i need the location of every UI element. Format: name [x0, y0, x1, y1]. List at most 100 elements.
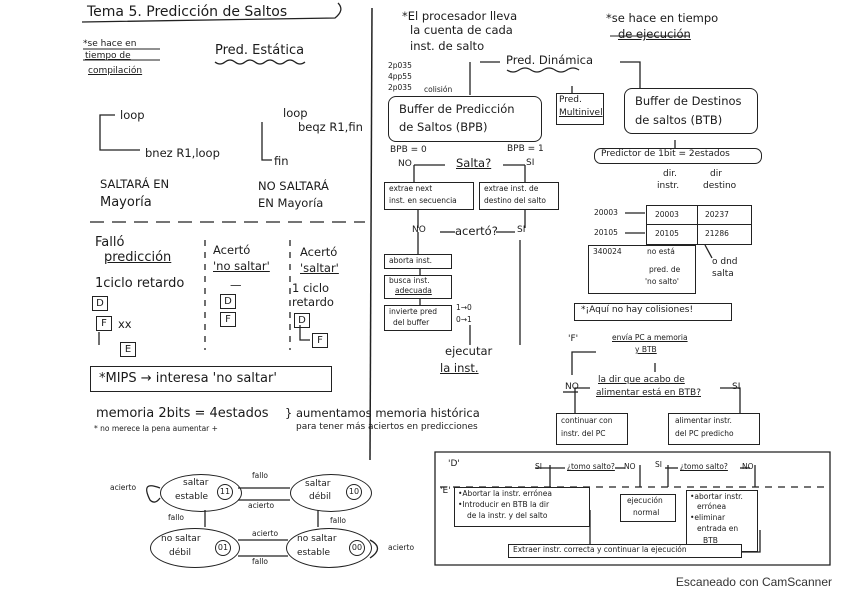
history-line1: memoria 2bits = 4estados: [96, 406, 269, 421]
tomo-salto-right: ¿tomo salto?: [680, 462, 728, 471]
bpb1-label: BPB = 1: [507, 144, 544, 154]
salta-si: SI: [526, 158, 535, 168]
flow-f-label: 'F': [568, 334, 579, 344]
invierte-box: invierte pred del buffer: [384, 305, 452, 331]
alimentar-2: del PC predicho: [675, 429, 734, 438]
tomo-salto-left: ¿tomo salto?: [567, 462, 615, 471]
flow-si: SI: [732, 382, 741, 392]
extrae-next-1: extrae next: [389, 184, 433, 193]
abortar-right-box: •abortar instr. errónea •eliminar entrad…: [686, 490, 758, 552]
col3-heading-1: Acertó: [300, 245, 338, 259]
alimentar-1: alimentar instr.: [675, 416, 732, 425]
edge-fallo-11-10: fallo: [252, 471, 268, 480]
edge-acierto-11: acierto: [110, 483, 137, 492]
tomo-right-si: SI: [655, 460, 662, 469]
btb-row1-dest: 20237: [705, 210, 729, 219]
abortar-1: •Abortar la instr. errónea: [458, 489, 552, 498]
scanner-watermark: Escaneado con CamScanner: [675, 575, 832, 589]
btb-side-1: o dnd: [712, 257, 738, 267]
continuar-box: continuar con instr. del PC: [556, 413, 628, 445]
tomo-left-no: NO: [624, 462, 636, 471]
abortar-right-1: •abortar instr.: [690, 492, 743, 501]
extrae-dest-box: extrae inst. de destino del salto: [479, 182, 559, 210]
stage-e-box: E: [120, 342, 136, 357]
abortar-2: •Introducir en BTB la dir: [458, 500, 550, 509]
envia-1: envía PC a memoria: [612, 333, 688, 342]
static-heading: Pred. Estática: [215, 43, 305, 58]
state-00-label-a: no saltar: [297, 534, 337, 544]
predictor-box: Predictor de 1bit = 2estados: [594, 148, 762, 164]
state-01-label-b: débil: [169, 548, 191, 558]
acerto-question: acertó?: [455, 224, 498, 238]
state-11-label-b: estable: [175, 492, 209, 502]
state-10: saltar débil 10: [290, 474, 372, 512]
colisiones-text: *¡Aquí no hay colisiones!: [581, 305, 694, 315]
stall-marks: xx: [118, 317, 132, 331]
code-right-label: loop: [283, 106, 308, 120]
ejecucion-2: normal: [633, 508, 660, 517]
salta-question: Salta?: [456, 156, 492, 170]
state-11-code: 11: [217, 484, 233, 500]
salta-no: NO: [398, 159, 412, 169]
btb-row2-instr: 20105: [655, 229, 679, 238]
col3-sub-1: 1 ciclo: [292, 281, 330, 295]
ejecucion-box: ejecución normal: [620, 494, 676, 522]
bits-flip-2: 0→1: [456, 315, 472, 324]
continuar-1: continuar con: [561, 416, 613, 425]
btb-title-2: de saltos (BTB): [635, 113, 723, 127]
btb-col-dest-1: dir: [710, 169, 722, 179]
col2-heading-1: Acertó: [213, 243, 251, 257]
abortar-right-4: entrada en: [697, 524, 739, 533]
bpb-box: Buffer de Predicción de Saltos (BPB): [388, 96, 542, 142]
code-left-label: loop: [120, 108, 145, 122]
multinivel-2: Multinivel: [559, 108, 603, 118]
multinivel-box: Pred. Multinivel: [556, 93, 604, 125]
btb-box: Buffer de Destinos de saltos (BTB): [624, 88, 758, 134]
state-01: no saltar débil 01: [150, 528, 240, 568]
mini-row-1: 2p035: [388, 61, 412, 70]
state-11: saltar estable 11: [160, 474, 242, 512]
extraer-text: Extraer instr. correcta y continuar la e…: [513, 545, 687, 554]
mini-collision: colisión: [424, 85, 453, 94]
flow-d-label: 'D': [448, 459, 460, 469]
abortar-right-5: BTB: [703, 536, 718, 545]
ejecucion-1: ejecución: [627, 496, 663, 505]
extrae-next-box: extrae next inst. en secuencia: [384, 182, 474, 210]
col2-stage-d: D: [220, 294, 236, 309]
flow-no: NO: [565, 382, 579, 392]
state-11-label-a: saltar: [183, 478, 209, 488]
col3-heading-2: 'saltar': [300, 261, 339, 275]
flow-question-1: la dir que acabo de: [598, 375, 685, 385]
btb-row2-left: 20105: [594, 228, 618, 237]
code-right-fin: fin: [274, 154, 289, 168]
abortar-3: de la instr. y del salto: [467, 511, 548, 520]
code-left-branch: bnez R1,loop: [145, 146, 220, 160]
history-line2: * no merece la pena aumentar +: [94, 424, 218, 433]
extrae-dest-1: extrae inst. de: [484, 184, 539, 193]
btb-title-1: Buffer de Destinos: [635, 94, 742, 108]
btb-note-2: de ejecución: [618, 27, 691, 41]
btb-col-dest-2: destino: [703, 181, 737, 191]
mini-row-2: 4pp55: [388, 72, 412, 81]
predictor-text: Predictor de 1bit = 2estados: [601, 149, 730, 159]
flow-question-2: alimentar está en BTB?: [596, 388, 701, 398]
extrae-dest-2: destino del salto: [484, 196, 546, 205]
col2-stage-f: F: [220, 312, 236, 327]
btb-miss-label: no está: [647, 247, 675, 256]
btb-table: 20003 20237 20105 21286: [646, 205, 752, 245]
caption-left-1: SALTARÁ EN: [100, 177, 170, 191]
state-01-code: 01: [215, 540, 231, 556]
dyn-note-1: *El procesador lleva: [402, 9, 518, 23]
alimentar-box: alimentar instr. del PC predicho: [668, 413, 760, 445]
invierte-1: invierte pred: [389, 307, 438, 316]
abortar-right-3: •eliminar: [690, 513, 726, 522]
caption-right-2: EN Mayoría: [258, 196, 324, 210]
btb-side-2: salta: [712, 269, 734, 279]
continuar-2: instr. del PC: [561, 429, 606, 438]
busca-2: adecuada: [395, 286, 432, 295]
edge-acierto-00: acierto: [388, 543, 415, 552]
edge-acierto-01-00: acierto: [252, 529, 279, 538]
btb-miss-box: 340024 no está pred. de 'no salto': [588, 245, 696, 294]
tomo-right-no: NO: [742, 462, 754, 471]
edge-fallo-10-00: fallo: [330, 516, 346, 525]
